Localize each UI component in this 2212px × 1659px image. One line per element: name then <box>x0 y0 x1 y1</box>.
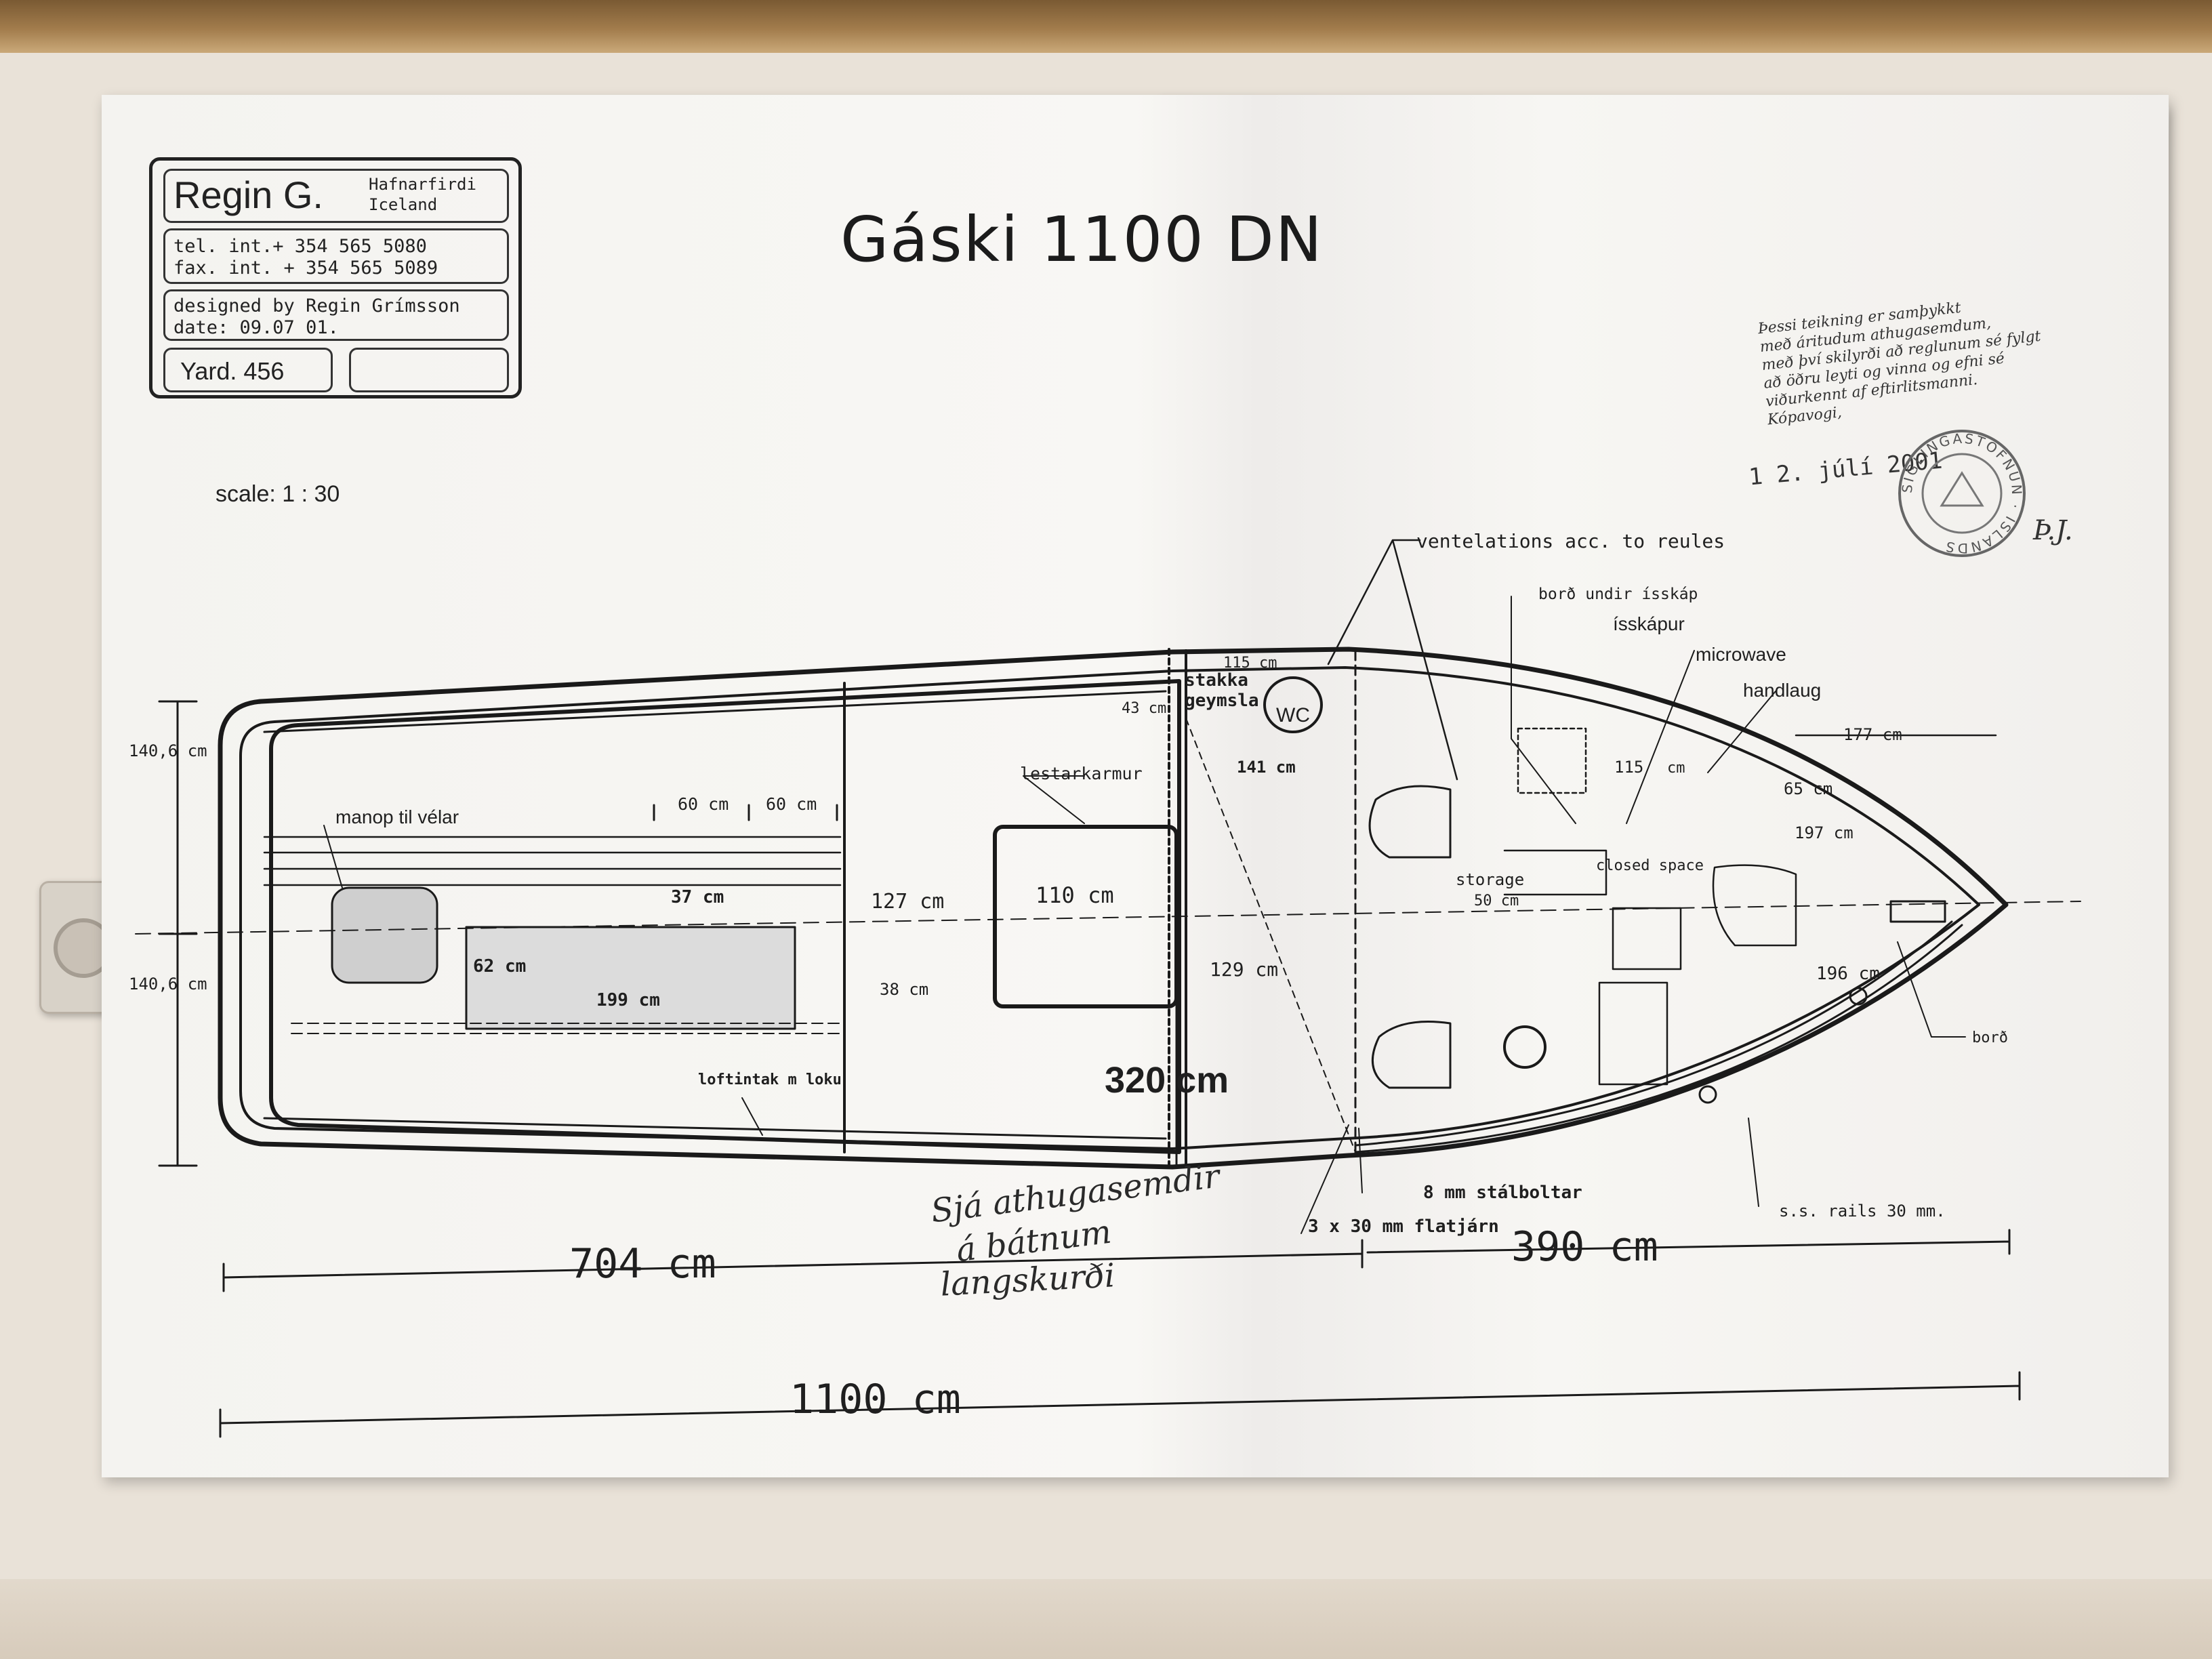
label-197: 197 cm <box>1795 823 1853 842</box>
label-60-b: 60 cm <box>766 794 817 814</box>
label-ventilation: ventelations acc. to reules <box>1416 530 1725 552</box>
seal-stamp: SIGLINGASTOFNUN · ÍSLANDS <box>1898 430 2026 557</box>
label-140-6-top: 140,6 cm <box>129 741 207 760</box>
label-62: 62 cm <box>473 956 526 977</box>
label-cm: cm <box>1667 760 1685 777</box>
label-bord: borð <box>1972 1029 2008 1046</box>
label-110: 110 cm <box>1036 882 1114 908</box>
company-country: Iceland <box>369 195 438 214</box>
wall <box>0 1579 2212 1659</box>
label-65: 65 cm <box>1784 779 1832 798</box>
company-name: Regin G. <box>173 173 323 216</box>
hull-inner <box>239 666 1980 1150</box>
label-320: 320 cm <box>1105 1060 1229 1101</box>
label-43: 43 cm <box>1122 700 1166 717</box>
label-geymsla: geymsla <box>1185 691 1259 711</box>
drawing-title: Gáski 1100 DN <box>840 203 1324 276</box>
label-stalboltar: 8 mm stálboltar <box>1423 1183 1582 1203</box>
label-isskapur: ísskápur <box>1613 613 1685 634</box>
yard-number: Yard. 456 <box>180 357 285 385</box>
hold-hatch <box>465 926 796 1030</box>
designer: designed by Regin Grímsson <box>173 295 460 316</box>
hull-outline <box>218 647 2009 1170</box>
label-141: 141 cm <box>1237 758 1296 777</box>
company-box: Regin G. Hafnarfirdi Iceland <box>163 169 509 223</box>
tel-number: tel. int.+ 354 565 5080 <box>173 236 427 257</box>
label-1100: 1100 cm <box>790 1376 961 1423</box>
label-storage: storage <box>1456 870 1524 889</box>
label-closed-space: closed space <box>1596 857 1704 874</box>
label-37: 37 cm <box>671 887 724 907</box>
engine-manhole <box>331 886 438 984</box>
yard-box: Yard. 456 <box>163 348 333 392</box>
label-loftintak: loftintak m loku <box>698 1071 842 1088</box>
label-177: 177 cm <box>1843 725 1902 744</box>
fax-number: fax. int. + 354 565 5089 <box>173 258 438 279</box>
label-flatjarn: 3 x 30 mm flatjárn <box>1308 1216 1499 1237</box>
design-date: date: 09.07 01. <box>173 317 339 338</box>
blank-box <box>349 348 509 392</box>
wc-bowl <box>1263 676 1323 733</box>
label-lestarkarmur: lestarkarmur <box>1020 764 1143 783</box>
label-38: 38 cm <box>880 980 928 999</box>
scale-label: scale: 1 : 30 <box>216 481 340 507</box>
label-stakka: stakka <box>1185 670 1248 691</box>
label-60-a: 60 cm <box>678 794 729 814</box>
label-196: 196 cm <box>1816 964 1880 984</box>
label-129: 129 cm <box>1210 958 1278 981</box>
approval-initials: Þ.J. <box>2033 515 2073 546</box>
label-115-top: 115 cm <box>1223 655 1277 672</box>
title-block: Regin G. Hafnarfirdi Iceland tel. int.+ … <box>149 157 522 398</box>
label-140-6-bottom: 140,6 cm <box>129 975 207 994</box>
label-handlaug: handlaug <box>1743 680 1821 701</box>
label-115-mid: 115 <box>1614 758 1643 777</box>
company-city: Hafnarfirdi <box>369 175 476 194</box>
label-rails: s.s. rails 30 mm. <box>1779 1202 1946 1221</box>
steering-wheel <box>1503 1025 1547 1069</box>
label-manop: manop til vélar <box>335 806 459 827</box>
label-127: 127 cm <box>871 890 944 914</box>
contact-box: tel. int.+ 354 565 5080 fax. int. + 354 … <box>163 228 509 284</box>
drawing-sheet <box>102 95 2169 1477</box>
label-wc: WC <box>1276 704 1310 726</box>
label-199: 199 cm <box>596 990 660 1010</box>
picture-frame-top <box>0 0 2212 53</box>
label-microwave: microwave <box>1696 644 1786 665</box>
label-50: 50 cm <box>1474 893 1519 909</box>
cockpit <box>269 679 1181 1154</box>
label-390: 390 cm <box>1511 1223 1658 1271</box>
label-bord-undir-isskap: borð undir ísskáp <box>1538 586 1698 603</box>
designer-box: designed by Regin Grímsson date: 09.07 0… <box>163 289 509 341</box>
label-704: 704 cm <box>569 1240 716 1288</box>
